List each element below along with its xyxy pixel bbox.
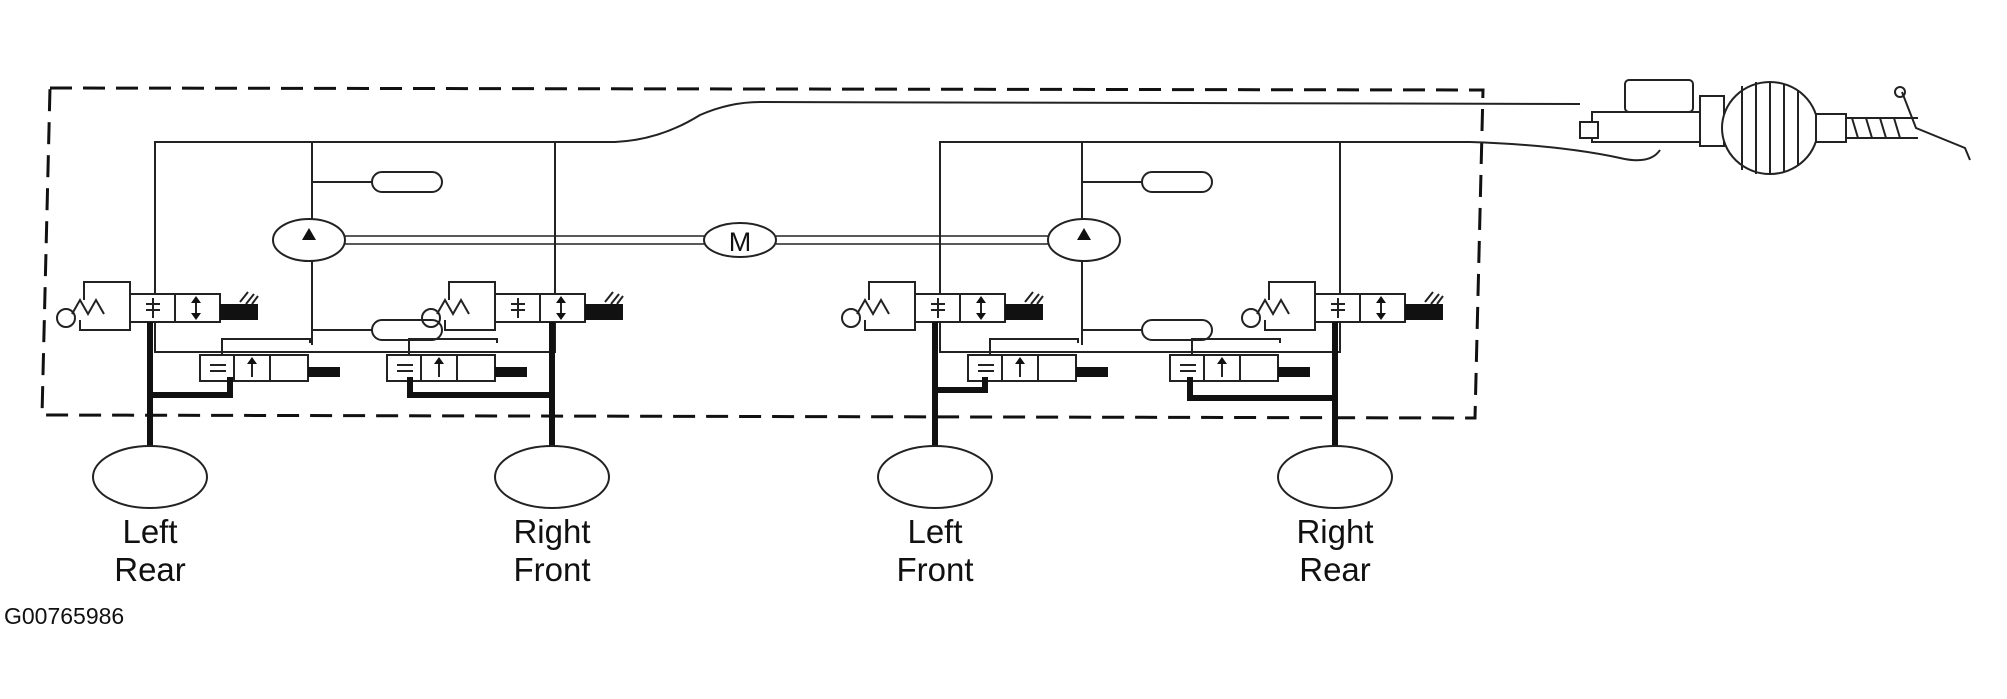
- motor-label: M: [729, 227, 752, 257]
- hydraulic-circuit-2: [841, 141, 1444, 382]
- solenoid-valve-icon: [386, 338, 528, 382]
- wheel-left-rear-icon: [92, 445, 208, 509]
- supply-line-secondary: [940, 141, 1661, 162]
- accumulator-icon: [371, 319, 443, 341]
- solenoid-valve-icon: [1169, 338, 1311, 382]
- circuit-1-frame: [154, 141, 556, 353]
- supply-line-primary: [155, 100, 1581, 143]
- accumulator-icon: [1141, 171, 1213, 193]
- wheel-right-front-icon: [494, 445, 610, 509]
- accumulator-icon: [371, 171, 443, 193]
- solenoid-valve-icon: [421, 281, 624, 331]
- solenoid-valve-icon: [967, 338, 1109, 382]
- abs-module-boundary: [40, 86, 1485, 420]
- solenoid-valve-icon: [1241, 281, 1444, 331]
- circuit-2-frame: [939, 141, 1341, 353]
- hydraulic-circuit-1: [56, 141, 624, 382]
- brake-lines: [147, 322, 1338, 448]
- figure-id: G00765986: [4, 603, 125, 629]
- motor-shaft: [345, 235, 1048, 245]
- master-cylinder-icon: [1579, 79, 1725, 147]
- wheel-right-rear-icon: [1277, 445, 1393, 509]
- wheel-left-front-icon: [877, 445, 993, 509]
- solenoid-valve-icon: [841, 281, 1044, 331]
- solenoid-valve-icon: [199, 338, 341, 382]
- brake-booster-icon: [1721, 81, 1847, 175]
- motor-icon: [703, 222, 777, 258]
- accumulator-icon: [1141, 319, 1213, 341]
- solenoid-valve-icon: [56, 281, 259, 331]
- brake-pedal-icon: [1846, 86, 1971, 161]
